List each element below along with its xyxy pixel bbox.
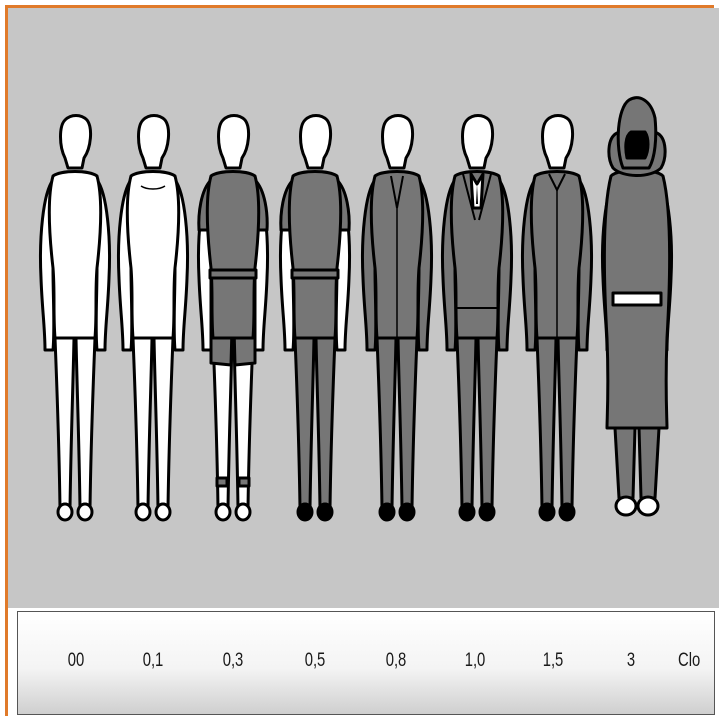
foot-right (560, 504, 574, 520)
clo-value-label: 0,8 (386, 650, 407, 672)
torso (207, 172, 259, 339)
coat-belt (613, 293, 661, 305)
foot-right (156, 504, 170, 520)
clo-value-label: 0,1 (143, 650, 164, 672)
clothing-figures-illustration (8, 8, 719, 608)
foot-right (480, 504, 494, 520)
clothing-figures-panel (8, 8, 719, 608)
clo-value-label: 0,5 (305, 650, 326, 672)
foot-left (216, 504, 230, 520)
belt (292, 270, 338, 278)
face-mask (626, 132, 648, 158)
torso (49, 172, 101, 339)
foot-right (318, 504, 332, 520)
foot-left (540, 504, 554, 520)
shoe-right (638, 497, 658, 515)
foot-right (400, 504, 414, 520)
foot-left (298, 504, 312, 520)
clo-value-label: 1,0 (465, 650, 486, 672)
torso (289, 172, 341, 339)
shoe-left (616, 497, 636, 515)
clo-value-label: 1,5 (543, 650, 564, 672)
boot-left (615, 428, 635, 498)
foot-right (78, 504, 92, 520)
clo-value-bar: 00 0,1 0,3 0,5 0,8 1,0 1,5 3 Clo (17, 611, 715, 715)
clo-value-label: 3 (627, 650, 635, 672)
clo-unit-label: Clo (678, 650, 700, 672)
foot-left (460, 504, 474, 520)
foot-left (58, 504, 72, 520)
foot-left (380, 504, 394, 520)
sock-left (217, 478, 227, 486)
foot-left (136, 504, 150, 520)
clo-value-label: 0,3 (223, 650, 244, 672)
boot-right (639, 428, 659, 498)
foot-right (236, 504, 250, 520)
sock-right (239, 478, 249, 486)
clo-value-label: 00 (68, 650, 84, 672)
belt (210, 270, 256, 278)
torso (127, 172, 179, 339)
